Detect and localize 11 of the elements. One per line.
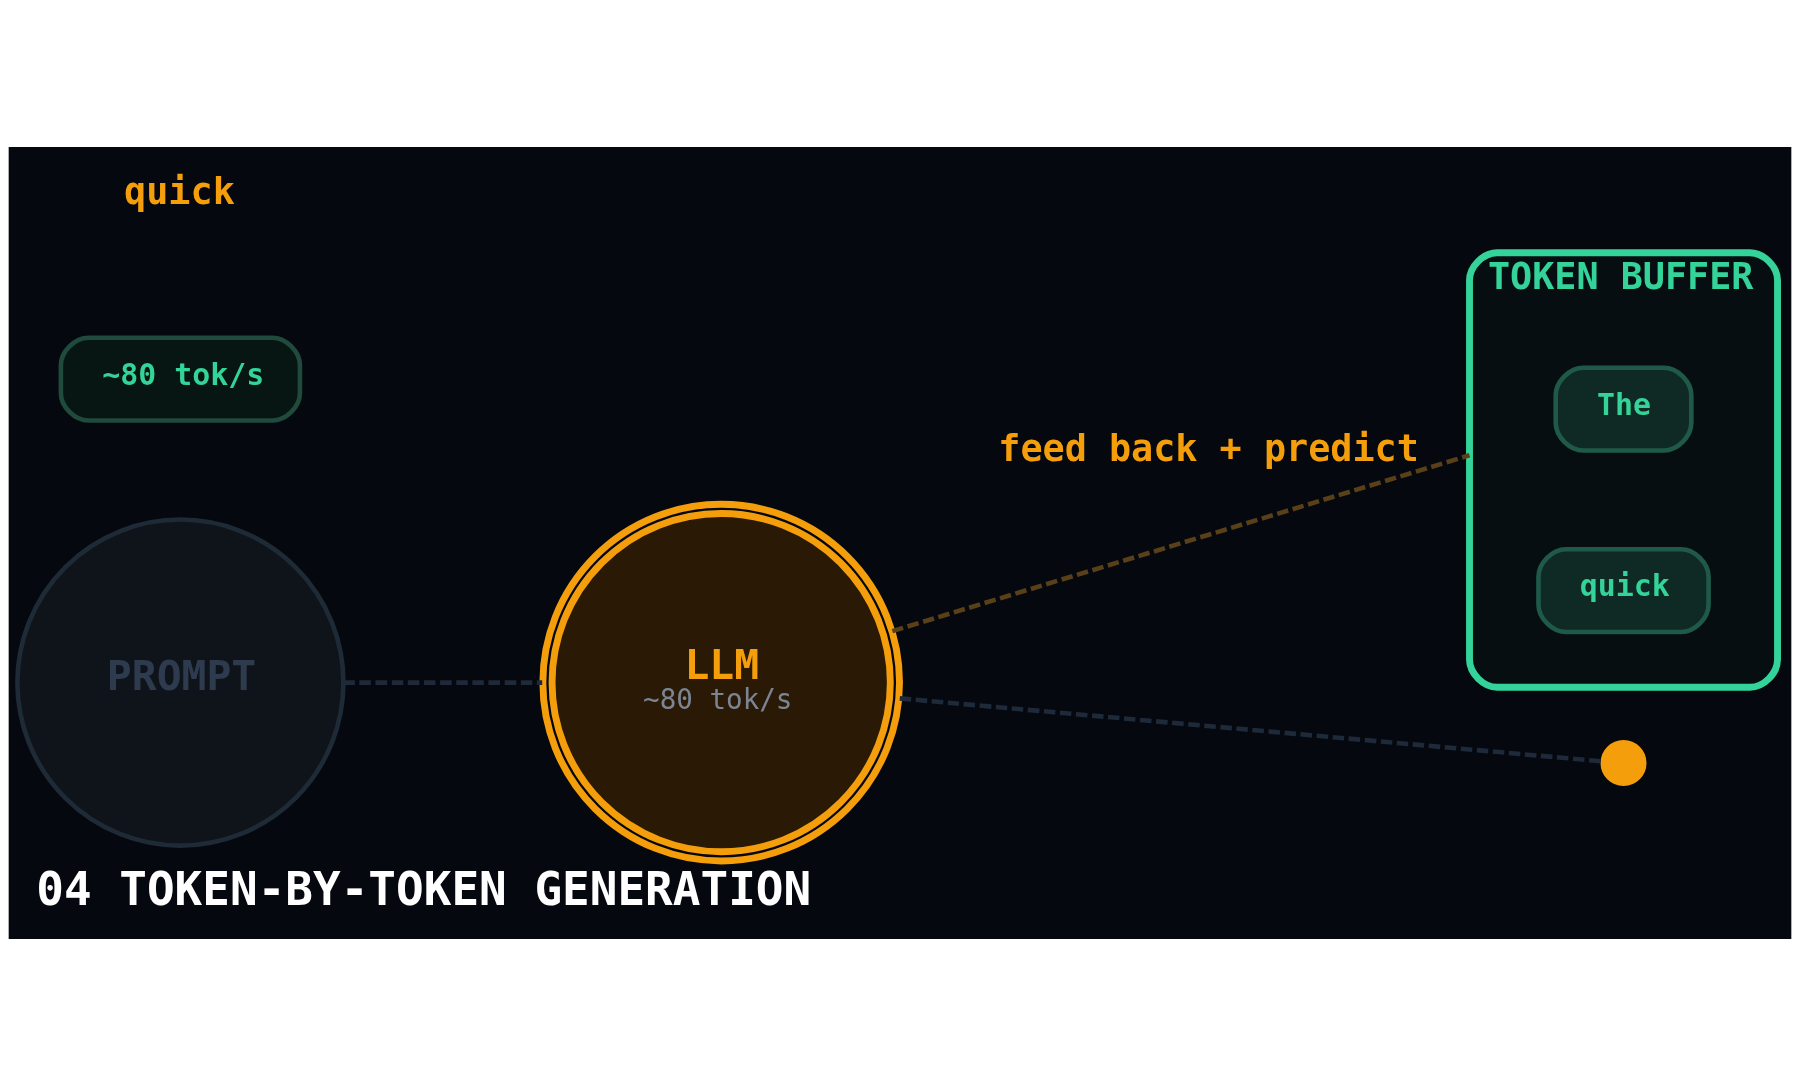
connector: [343, 679, 543, 685]
node-box: ~80 tok/s: [58, 335, 303, 423]
connector: [899, 695, 1603, 764]
node-circle: [1600, 739, 1647, 786]
connector: [891, 452, 1471, 633]
node-box: quick: [1536, 546, 1711, 634]
node-circle: LLM ~80 tok/s: [539, 500, 903, 864]
edge-label: feed back + predict: [998, 426, 1419, 470]
label: quick: [124, 169, 235, 213]
node-box: The: [1553, 364, 1694, 453]
caption: 04 TOKEN-BY-TOKEN GENERATION: [36, 861, 812, 916]
